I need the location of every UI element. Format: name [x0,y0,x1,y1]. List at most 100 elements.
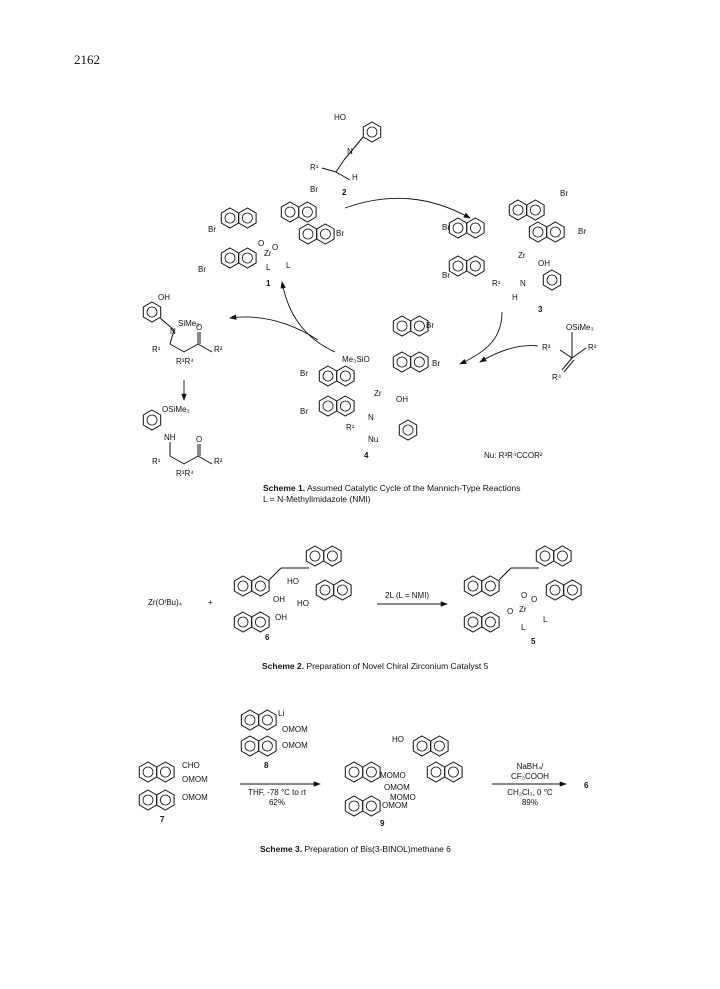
step1-condition-line: THF, -78 °C to rt [248,788,306,797]
step2-condition-line: CH₂Cl₂, 0 °C [507,788,553,797]
atom-cho: CHO [182,761,200,770]
atom-r1: R¹ [310,163,319,172]
atom-o: O [507,607,513,616]
scheme1-caption-text: Assumed Catalytic Cycle of the Mannich-T… [306,483,521,493]
atom-li: Li [278,709,284,718]
atom-oh: OH [396,395,408,404]
atom-r1: R¹ [152,457,161,466]
atom-r1: R¹ [152,345,161,354]
scheme1-artwork: HO N R¹ H 2 Br Br Br Br O Zr O L L 1 Br … [142,113,597,478]
compound-label-3: 3 [538,305,543,314]
atom-omom: OMOM [282,741,308,750]
atom-br: Br [310,185,318,194]
atom-r2: R² [214,345,223,354]
atom-br: Br [300,369,308,378]
scheme3-artwork: CHO OMOM OMOM 7 Li OMOM OMOM 8 HO MOMO O… [138,709,589,828]
atom-zr: Zr [264,249,272,258]
atom-h: H [352,173,358,182]
scheme2-reagent: Zr(OᵗBu)₄ [148,598,182,607]
atom-br: Br [442,271,450,280]
atom-br: Br [432,359,440,368]
atom-o: O [196,435,202,444]
atom-br: Br [336,229,344,238]
atom-o: O [521,591,527,600]
atom-oh: OH [273,595,285,604]
scheme2-caption-label: Scheme 2. [262,661,305,671]
scheme1-caption: Scheme 1. Assumed Catalytic Cycle of the… [263,483,583,505]
step2-reagent-line: CF₃COOH [511,772,549,781]
scheme1-caption-line2: L = N-Methylimidazole (NMI) [263,494,371,504]
atom-momo: MOMO [380,771,406,780]
compound-label-6: 6 [584,781,589,790]
scheme2-artwork: HO OH HO OH 6 2L (L = NMI) O O Zr O L L … [233,545,582,646]
nu-definition: Nu: R³R⁴CCOR² [484,451,543,460]
atom-br: Br [198,265,206,274]
scheme3-caption-label: Scheme 3. [260,844,303,854]
atom-osime3: OSiMe₃ [162,405,190,414]
atom-omom: OMOM [384,783,410,792]
scheme3-step1-conditions: THF, -78 °C to rt 62% [232,788,322,808]
atom-omom: OMOM [182,793,208,802]
compound-4-structure: Me₃SiO Br Br Br Br Zr OH N R¹ Nu 4 [300,315,440,460]
atom-ho: HO [287,577,299,586]
compound-1-structure: Br Br Br Br O Zr O L L 1 [198,185,344,288]
step1-yield: 62% [268,798,285,807]
atom-nu: Nu [368,435,378,444]
atom-ho: HO [392,735,404,744]
product-o-silyl-structure: OSiMe₃ NH O R¹ R² R³R⁴ [142,405,223,478]
silyl-enol-ether-structure: OSiMe₃ R³ R² R⁴ [542,323,597,382]
atom-o: O [272,243,278,252]
atom-r3r4: R³R⁴ [176,469,194,478]
atom-l: L [266,263,271,272]
product-n-silyl-structure: OH SiMe₃ N O R¹ R² R³R⁴ [142,293,223,366]
compound-label-6: 6 [265,633,270,642]
atom-ho: HO [297,599,309,608]
compound-7-structure: CHO OMOM OMOM 7 [138,761,208,824]
atom-br: Br [442,223,450,232]
atom-n: N [170,327,176,336]
atom-oh: OH [538,259,550,268]
atom-r4: R⁴ [552,373,562,382]
compound-label-4: 4 [364,451,369,460]
compound-label-8: 8 [264,761,269,770]
atom-r3r4: R³R⁴ [176,357,194,366]
atom-zr: Zr [519,605,527,614]
atom-br: Br [426,321,434,330]
atom-oh: OH [158,293,170,302]
atom-l: L [521,623,526,632]
compound-6-structure: HO OH HO OH 6 [233,545,352,642]
compound-2-structure: HO N R¹ H 2 [310,113,382,197]
arrow-to-product [229,314,319,341]
atom-zr: Zr [374,389,382,398]
step2-yield: 89% [521,798,538,807]
scheme3-step2-conditions: CH₂Cl₂, 0 °C 89% [490,788,570,808]
page-number: 2162 [74,52,100,67]
atom-o: O [531,595,537,604]
atom-nh: NH [164,433,176,442]
atom-l: L [286,261,291,270]
scheme2-plus: + [208,598,213,607]
compound-label-7: 7 [160,815,165,824]
arrow-nucleophile-in [479,345,539,363]
atom-l: L [543,615,548,624]
compound-label-5: 5 [531,637,536,646]
scheme1-caption-label: Scheme 1. [263,483,306,493]
atom-osime3: OSiMe₃ [566,323,594,332]
atom-br: Br [578,227,586,236]
atom-r2: R² [214,457,223,466]
atom-ho: HO [334,113,346,122]
atom-br: Br [208,225,216,234]
atom-omom: OMOM [382,801,408,810]
atom-o: O [196,323,202,332]
atom-r3: R³ [542,343,551,352]
atom-n: N [347,147,353,156]
scheme2-caption-text: Preparation of Novel Chiral Zirconium Ca… [306,661,489,671]
atom-zr: Zr [518,251,526,260]
atom-br: Br [560,189,568,198]
scheme2-caption: Scheme 2. Preparation of Novel Chiral Zi… [262,661,602,672]
compound-label-2: 2 [342,188,347,197]
atom-omom: OMOM [282,725,308,734]
atom-momo: MOMO [390,793,416,802]
scheme2-arrow-label: 2L (L = NMI) [385,591,429,600]
atom-n: N [520,279,526,288]
